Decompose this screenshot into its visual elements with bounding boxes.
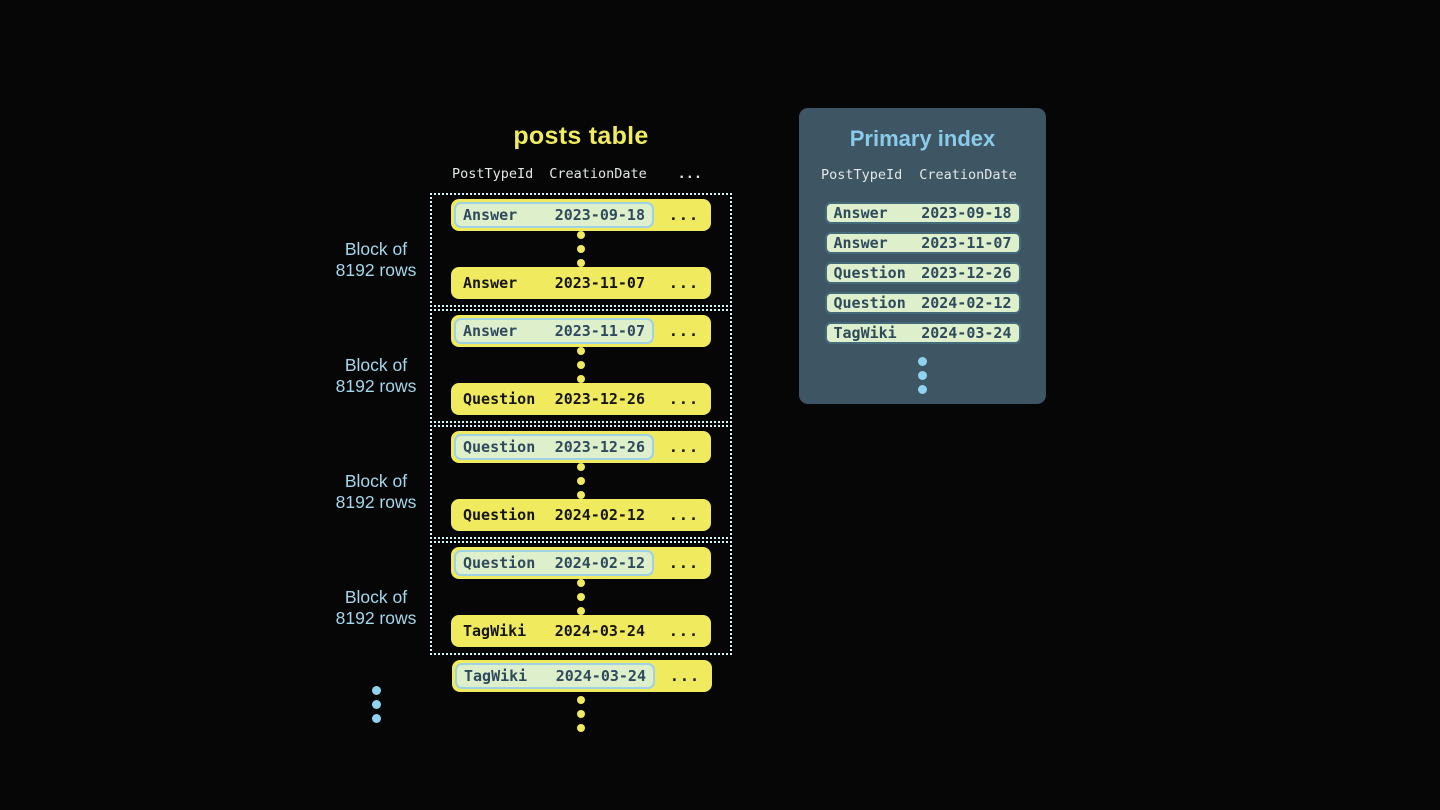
block-label-4: Block of 8192 rows: [300, 587, 452, 629]
row-more-columns: ...: [668, 554, 699, 572]
cell-creationdate: 2023-09-18: [554, 206, 645, 224]
block-label-line2: 8192 rows: [335, 608, 417, 628]
block-label-3: Block of 8192 rows: [300, 471, 452, 513]
block-label-line1: Block of: [344, 239, 408, 259]
table-row: Answer 2023-11-07 ...: [451, 267, 711, 299]
cell-creationdate: 2024-02-12: [554, 506, 645, 524]
cell-creationdate: 2024-02-12: [921, 294, 1012, 312]
cell-creationdate: 2023-11-07: [554, 274, 645, 292]
cell-posttypeid: Answer: [833, 204, 888, 222]
indexed-row-highlight: Answer 2023-09-18: [454, 202, 654, 228]
column-header-posttypeid: PostTypeId: [452, 166, 534, 182]
row-block-3: Question 2023-12-26 ... Question 2024-02…: [430, 425, 732, 539]
row-more-columns: ...: [668, 390, 699, 408]
cell-posttypeid: Question: [463, 438, 536, 456]
row-more-columns: ...: [668, 438, 699, 456]
index-entry: TagWiki 2024-03-24: [824, 322, 1021, 344]
cell-creationdate: 2024-03-24: [555, 667, 646, 685]
cell-creationdate: 2023-09-18: [921, 204, 1012, 222]
index-entry: Question 2023-12-26: [824, 262, 1021, 284]
table-row: Answer 2023-09-18 ...: [451, 199, 711, 231]
cell-creationdate: 2024-03-24: [554, 622, 645, 640]
row-cells: TagWiki 2024-03-24: [454, 618, 654, 644]
cell-creationdate: 2023-11-07: [921, 234, 1012, 252]
block-label-line2: 8192 rows: [335, 376, 417, 396]
row-block-4: Question 2024-02-12 ... TagWiki 2024-03-…: [430, 541, 732, 655]
indexed-row-highlight: Answer 2023-11-07: [454, 318, 654, 344]
vertical-ellipsis-dots: [577, 231, 585, 267]
row-more-columns: ...: [668, 274, 699, 292]
row-more-columns: ...: [668, 622, 699, 640]
block-label-2: Block of 8192 rows: [300, 355, 452, 397]
cell-posttypeid: TagWiki: [464, 667, 528, 685]
indexed-row-highlight: Question 2024-02-12: [454, 550, 654, 576]
row-cells: Question 2024-02-12: [454, 502, 654, 528]
row-block-1: Answer 2023-09-18 ... Answer 2023-11-07 …: [430, 193, 732, 307]
block-label-line2: 8192 rows: [335, 260, 417, 280]
cell-posttypeid: Answer: [463, 274, 518, 292]
posts-table-blocks: Answer 2023-09-18 ... Answer 2023-11-07 …: [430, 193, 732, 657]
indexed-row-highlight: Question 2023-12-26: [454, 434, 654, 460]
cell-posttypeid: Question: [833, 294, 906, 312]
column-header-more: ...: [677, 166, 702, 182]
cell-creationdate: 2024-03-24: [921, 324, 1012, 342]
vertical-ellipsis-dots: [577, 463, 585, 499]
primary-index-title: Primary index: [849, 126, 996, 151]
block-label-line2: 8192 rows: [335, 492, 417, 512]
posts-table-column-headers: PostTypeId CreationDate ...: [452, 166, 712, 182]
vertical-ellipsis-dots: [577, 579, 585, 615]
primary-index-panel: Primary index PostTypeId CreationDate An…: [799, 108, 1046, 404]
column-header-posttypeid: PostTypeId: [821, 167, 903, 183]
table-row-next-block: TagWiki 2024-03-24 ...: [452, 660, 712, 692]
column-header-creationdate: CreationDate: [549, 166, 647, 182]
more-blocks-ellipsis-dots: [363, 686, 389, 723]
cell-creationdate: 2023-11-07: [554, 322, 645, 340]
table-row: Answer 2023-11-07 ...: [451, 315, 711, 347]
block-label-line1: Block of: [344, 355, 408, 375]
row-cells: Answer 2023-11-07: [454, 270, 654, 296]
cell-creationdate: 2023-12-26: [554, 438, 645, 456]
cell-posttypeid: Answer: [833, 234, 888, 252]
row-cells: Question 2023-12-26: [454, 386, 654, 412]
row-more-columns: ...: [668, 322, 699, 340]
row-more-columns: ...: [668, 506, 699, 524]
vertical-ellipsis-dots: [568, 696, 594, 732]
index-entry: Answer 2023-11-07: [824, 232, 1021, 254]
cell-posttypeid: Answer: [463, 206, 518, 224]
posts-table-title: posts table: [513, 122, 649, 150]
column-header-creationdate: CreationDate: [919, 167, 1017, 183]
cell-creationdate: 2023-12-26: [554, 390, 645, 408]
row-block-2: Answer 2023-11-07 ... Question 2023-12-2…: [430, 309, 732, 423]
row-more-columns: ...: [669, 667, 700, 685]
vertical-ellipsis-dots: [577, 347, 585, 383]
primary-index-rows: Answer 2023-09-18 Answer 2023-11-07 Ques…: [799, 202, 1046, 344]
primary-index-column-headers: PostTypeId CreationDate: [799, 167, 1046, 183]
block-label-1: Block of 8192 rows: [300, 239, 452, 281]
cell-posttypeid: Question: [463, 506, 536, 524]
cell-posttypeid: Answer: [463, 322, 518, 340]
cell-posttypeid: Question: [463, 390, 536, 408]
index-entry: Question 2024-02-12: [824, 292, 1021, 314]
table-row: TagWiki 2024-03-24 ...: [451, 615, 711, 647]
table-row: Question 2024-02-12 ...: [451, 499, 711, 531]
table-row: Question 2023-12-26 ...: [451, 383, 711, 415]
row-more-columns: ...: [668, 206, 699, 224]
cell-posttypeid: TagWiki: [463, 622, 527, 640]
index-entry: Answer 2023-09-18: [824, 202, 1021, 224]
cell-creationdate: 2024-02-12: [554, 554, 645, 572]
more-index-entries-ellipsis: [799, 357, 1046, 394]
cell-posttypeid: Question: [463, 554, 536, 572]
cell-posttypeid: Question: [833, 264, 906, 282]
cell-posttypeid: TagWiki: [833, 324, 897, 342]
table-row: Question 2024-02-12 ...: [451, 547, 711, 579]
block-label-line1: Block of: [344, 471, 408, 491]
indexed-row-highlight: TagWiki 2024-03-24: [455, 663, 655, 689]
cell-creationdate: 2023-12-26: [921, 264, 1012, 282]
block-label-line1: Block of: [344, 587, 408, 607]
table-row: Question 2023-12-26 ...: [451, 431, 711, 463]
